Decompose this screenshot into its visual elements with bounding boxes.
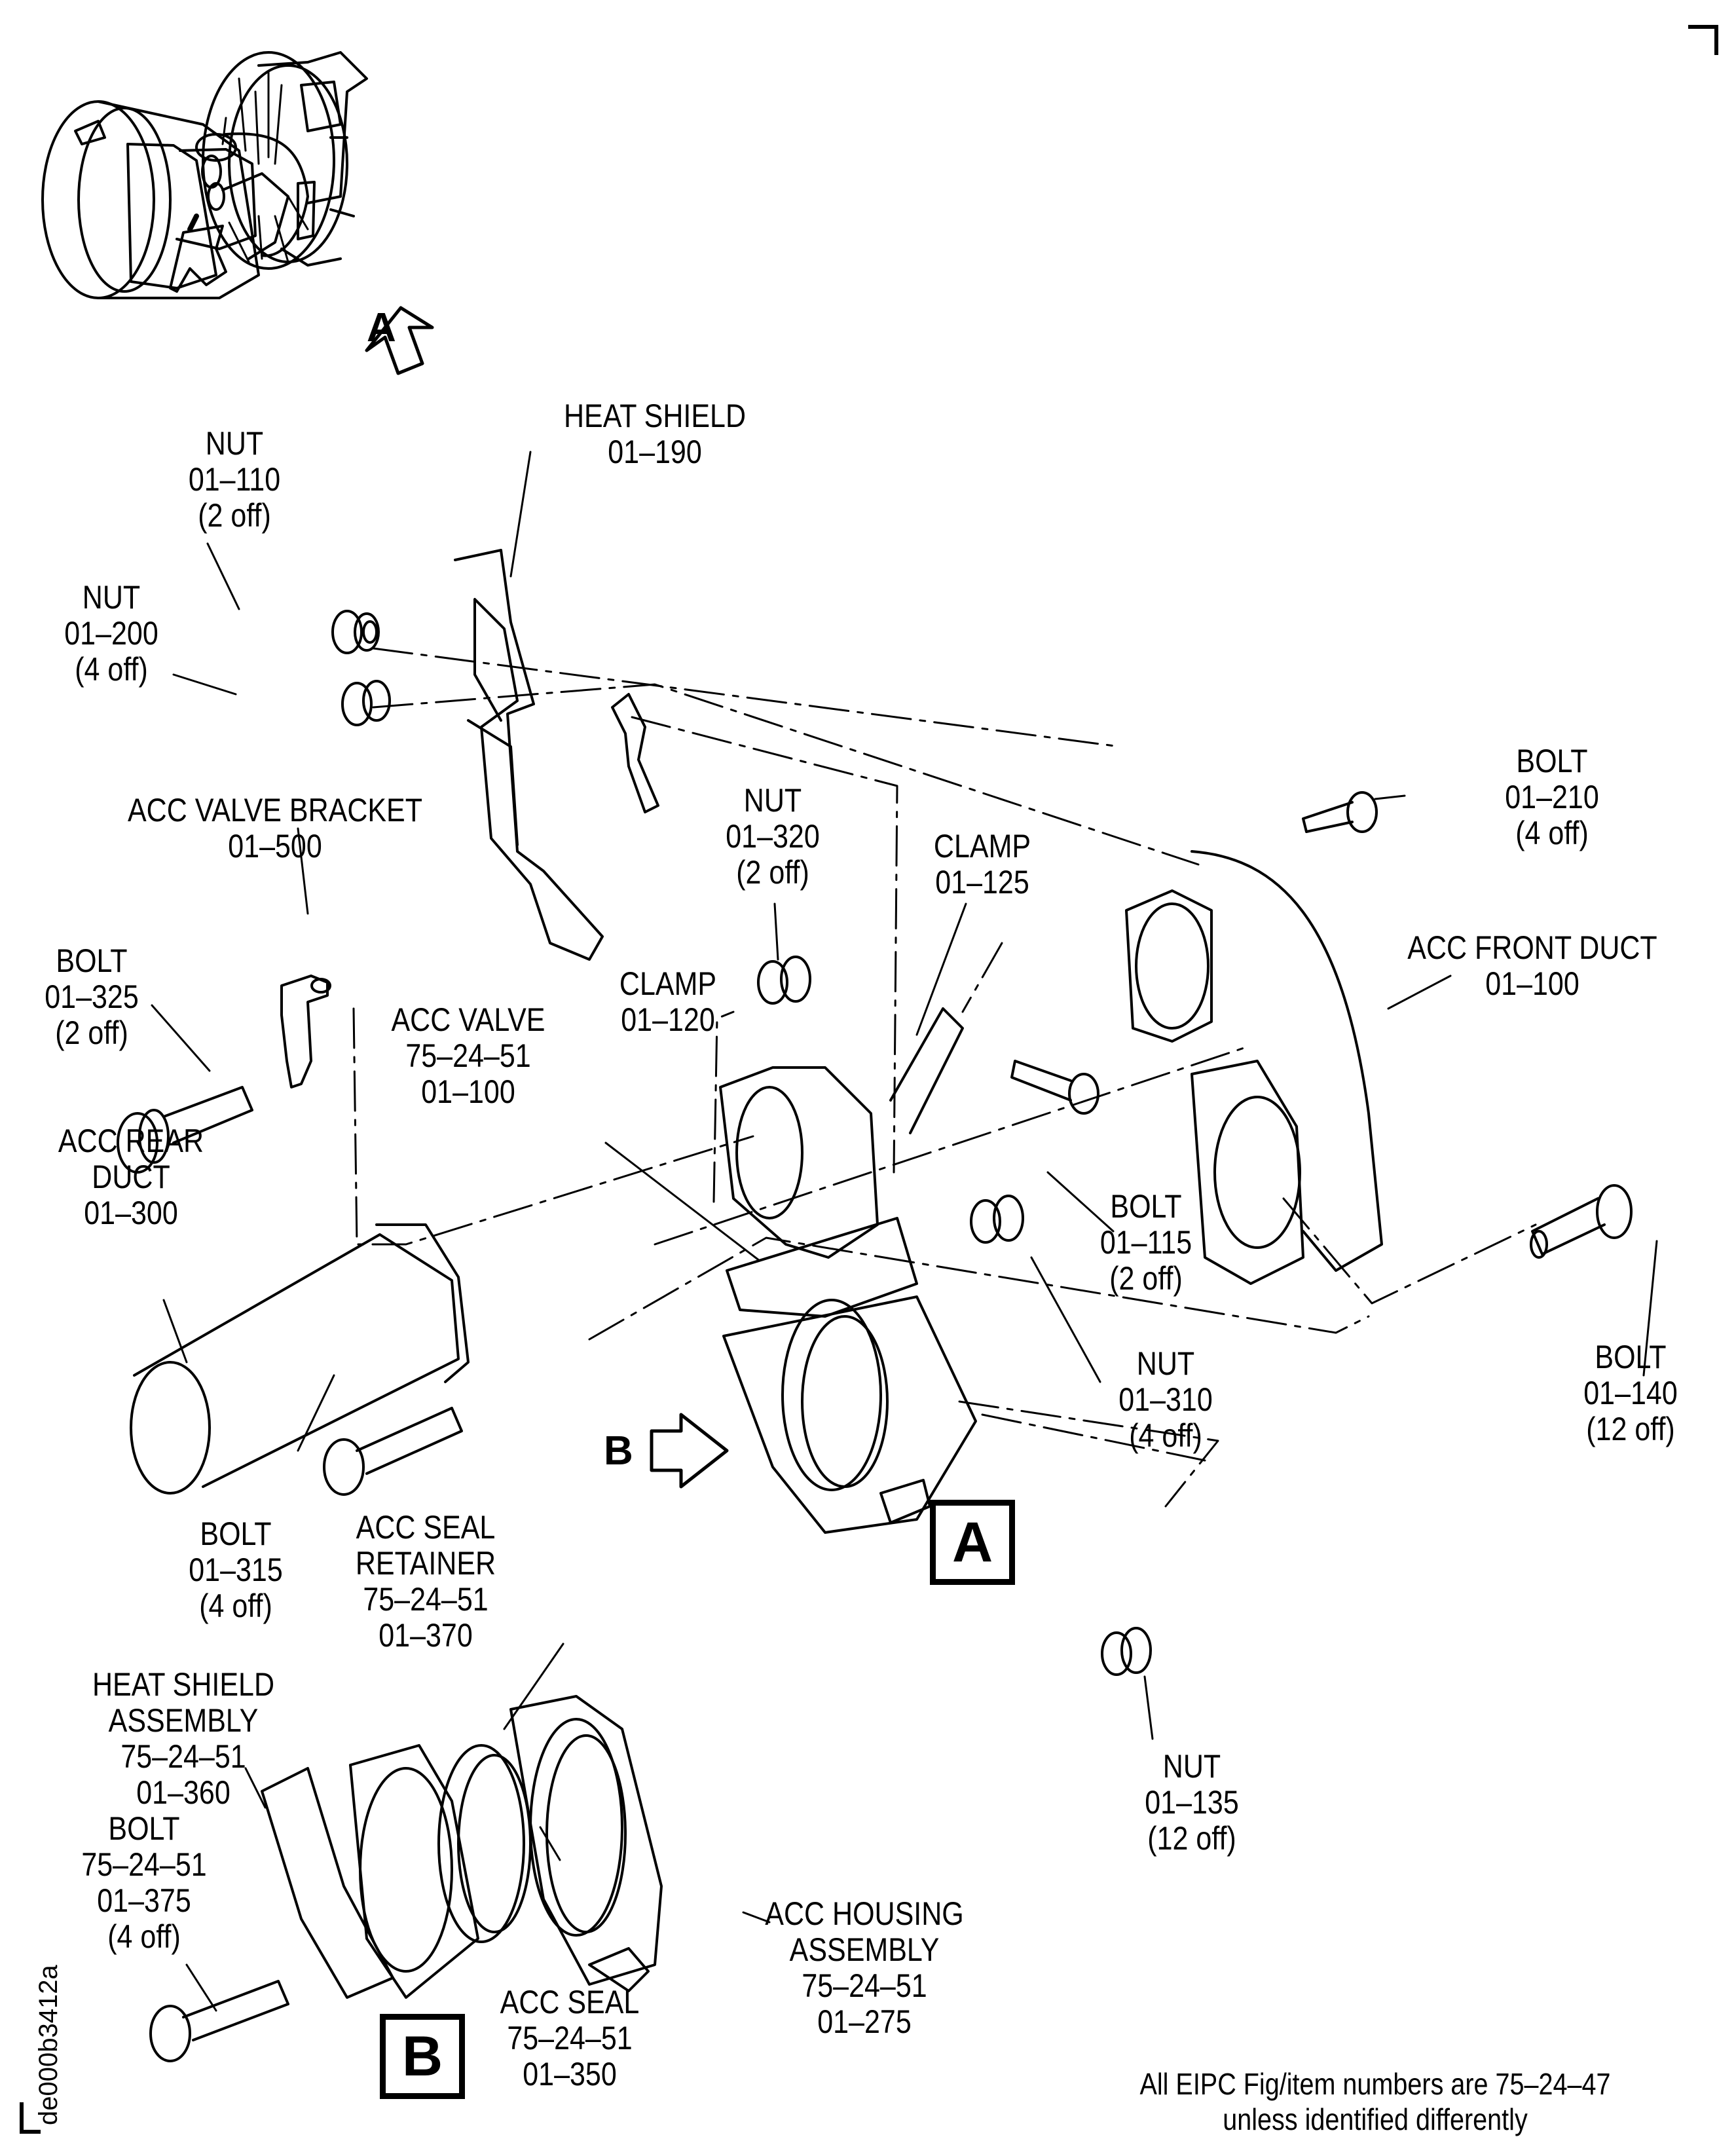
nut-01-110-part bbox=[333, 611, 379, 653]
acc-front-duct-part bbox=[1126, 851, 1382, 1284]
acc-valve-part bbox=[720, 1009, 976, 1533]
phantom-centerlines bbox=[354, 648, 1536, 1506]
corner-mark-top-right bbox=[1688, 25, 1718, 55]
bolt-01-315-part bbox=[324, 1408, 462, 1495]
bolt-01-325-part bbox=[118, 1087, 252, 1172]
engine-view-arrow-label: A bbox=[367, 305, 396, 350]
bolt-01-115-part bbox=[1012, 1061, 1098, 1113]
detail-box-a: A bbox=[930, 1500, 1015, 1585]
bolt-75-24-51-01-375-part bbox=[151, 1981, 288, 2061]
bolt-01-210-part bbox=[1303, 792, 1376, 832]
view-a-arrow bbox=[367, 308, 432, 373]
detail-box-b: B bbox=[380, 2014, 465, 2099]
heat-shield-01-190-part bbox=[455, 550, 602, 959]
drawing-id: de000b3412a bbox=[34, 1965, 63, 2125]
view-b-arrow-label: B bbox=[604, 1428, 633, 1474]
nut-01-310-part bbox=[971, 1196, 1023, 1242]
detail-b-parts bbox=[262, 1696, 661, 1998]
leader-lines bbox=[152, 452, 1657, 2011]
view-b-arrow bbox=[652, 1415, 727, 1487]
footnote: All EIPC Fig/item numbers are 75–24–47 u… bbox=[1139, 2067, 1611, 2136]
engine-locator-view bbox=[43, 52, 367, 298]
bolt-01-140-part bbox=[1531, 1185, 1631, 1257]
clamp-01-120-part bbox=[612, 694, 658, 812]
nut-01-200-part bbox=[342, 681, 390, 725]
corner-mark-bottom-left bbox=[20, 2102, 41, 2134]
acc-rear-duct-part bbox=[131, 1225, 468, 1493]
nut-01-135-part bbox=[1102, 1628, 1151, 1675]
heat-shield-edge bbox=[468, 720, 517, 845]
nut-01-320-part bbox=[758, 957, 810, 1003]
